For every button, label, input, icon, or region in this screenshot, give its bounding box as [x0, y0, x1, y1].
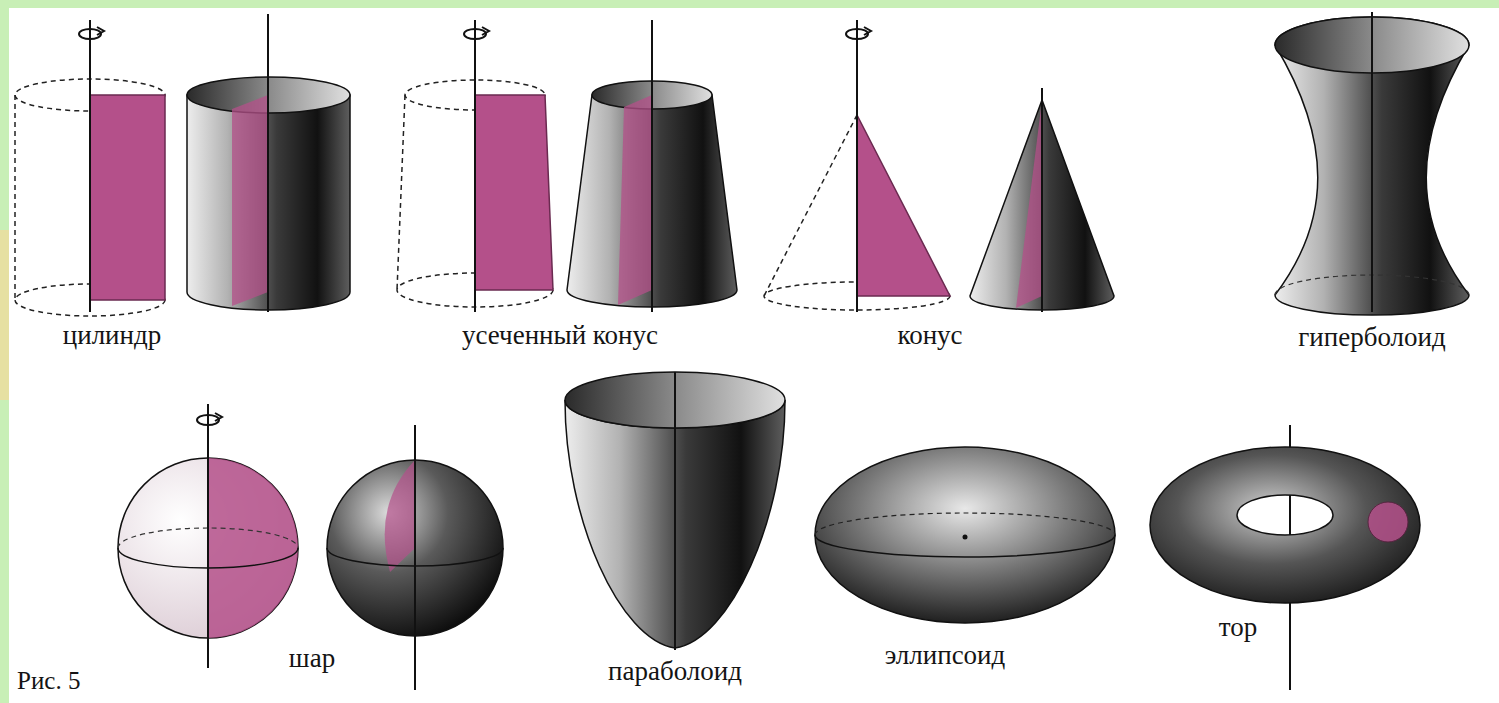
frame-strip: [0, 230, 9, 400]
drawing-path: [482, 27, 489, 35]
drawing-path: [385, 460, 415, 572]
frustum-generator: [397, 20, 553, 312]
drawing-line: [1041, 88, 1043, 312]
drawing-ellipse: [1150, 447, 1420, 603]
cylinder-generator: [15, 20, 165, 316]
cone-solid: [970, 88, 1114, 312]
drawing-path: [97, 27, 104, 35]
solid-name: усеченный конус: [459, 320, 661, 350]
drawing-line: [674, 372, 676, 650]
drawing-polygon: [1016, 100, 1042, 308]
solid-name: гиперболоид: [1295, 322, 1449, 352]
sphere-solid: [327, 425, 503, 690]
drawing-ellipse: [815, 447, 1115, 623]
drawing-polygon: [475, 95, 553, 290]
drawing-line: [14, 95, 16, 300]
drawing-circle: [963, 535, 968, 540]
sphere-generator: [118, 404, 298, 668]
drawing-circle: [1368, 502, 1408, 542]
drawing-path: [864, 27, 871, 35]
solid-name: цилиндр: [60, 320, 165, 350]
drawing-line: [89, 20, 91, 312]
drawing-path: [815, 535, 1115, 557]
hyperboloid-solid: [1275, 12, 1469, 315]
solid-name: конус: [894, 320, 965, 350]
drawing-line: [474, 20, 476, 312]
drawing-line: [397, 95, 405, 290]
drawing-line: [414, 425, 416, 690]
drawing-line: [1371, 12, 1373, 312]
drawing-polygon: [232, 95, 268, 306]
drawing-line: [856, 20, 858, 312]
drawing-line: [267, 14, 269, 312]
drawing-path: [815, 513, 1115, 535]
drawing-line: [1289, 495, 1291, 535]
solid-name: тор: [1216, 612, 1260, 642]
figure-caption: Рис. 5: [14, 666, 83, 696]
paraboloid-solid: [565, 372, 785, 650]
drawing-line: [207, 404, 209, 668]
drawing-path: [215, 413, 222, 421]
solid-name: шар: [286, 643, 338, 673]
ellipsoid-solid: [815, 447, 1115, 623]
cone-generator: [764, 20, 950, 312]
frustum-solid: [567, 20, 737, 312]
drawing-polygon: [618, 95, 652, 305]
torus-solid: [1150, 425, 1420, 690]
drawing-line: [764, 115, 857, 296]
solid-name: параболоид: [605, 656, 745, 686]
solid-name: эллипсоид: [882, 640, 1009, 670]
drawing-rect: [90, 95, 165, 300]
picture-ground: [9, 8, 1499, 703]
drawing-ellipse: [1237, 495, 1333, 535]
drawing-path: [208, 458, 298, 638]
cylinder-solid: [187, 14, 350, 312]
drawing-polygon: [857, 115, 950, 296]
drawing-line: [651, 20, 653, 312]
